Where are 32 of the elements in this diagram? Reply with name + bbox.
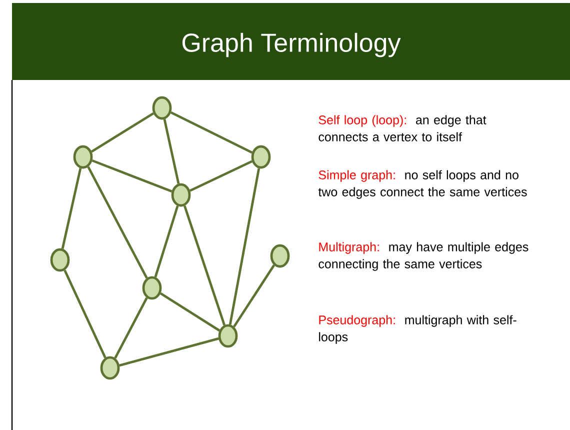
definition-text: Self loop (loop): an edge that connects a vertex to itself (318, 115, 486, 142)
edge-line (92, 159, 172, 193)
definition-text: Pseudograph: multigraph with self-loops (319, 315, 516, 344)
edge-line (160, 292, 220, 332)
label: Pseudograph: (319, 315, 395, 327)
edge-line (190, 160, 252, 192)
definition-text: Simple graph: no self loops and no two edges connect the same vertices (318, 170, 527, 199)
edge-line (87, 166, 148, 279)
edge-line (163, 119, 180, 184)
edge-line (61, 168, 82, 249)
vertex (100, 356, 120, 380)
vertex (171, 183, 191, 207)
edge-line (114, 297, 148, 359)
vertex (152, 96, 172, 120)
edge-line (170, 111, 253, 154)
edge-line (228, 168, 260, 325)
vertex (50, 248, 70, 272)
edge-line (232, 264, 276, 328)
vertex (73, 145, 93, 169)
slide-title: Graph Terminology (182, 32, 401, 58)
label: loops (319, 332, 348, 344)
vertex (251, 145, 271, 169)
edge-line (154, 206, 179, 278)
edge-line (64, 270, 106, 358)
edge-line (183, 205, 226, 326)
edge-line (119, 337, 219, 367)
label: multigraph with self- (405, 315, 516, 327)
vertex (142, 276, 162, 300)
vertex (270, 244, 290, 268)
edge-line (91, 112, 154, 153)
definition-text: Multigraph: may have multiple edges connecting the same vertices (318, 242, 528, 271)
vertex (218, 324, 238, 348)
